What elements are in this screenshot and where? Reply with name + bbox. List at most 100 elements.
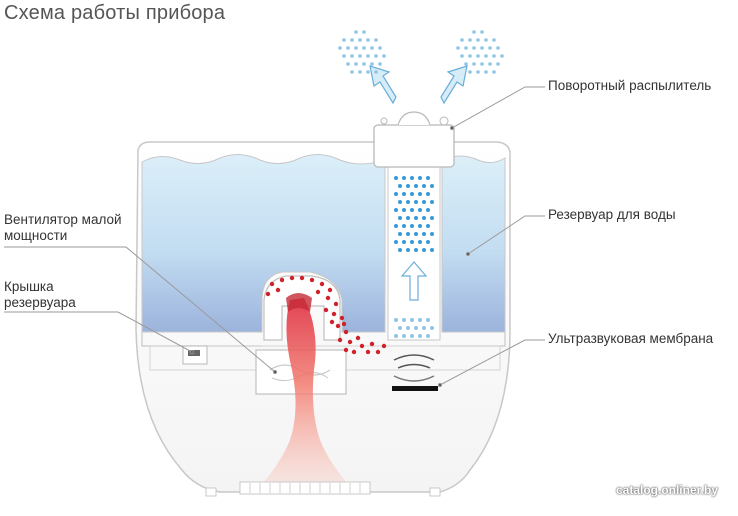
- mist-dot: [488, 46, 492, 50]
- column-dot: [422, 216, 426, 220]
- heat-dot: [315, 289, 321, 295]
- column-dot: [426, 318, 430, 322]
- mist-dot: [370, 62, 374, 66]
- column-dot: [402, 334, 406, 338]
- column-dot: [394, 208, 398, 212]
- heat-dot: [339, 315, 345, 321]
- column-dot: [402, 192, 406, 196]
- column-dot: [430, 232, 434, 236]
- column-dot: [394, 334, 398, 338]
- leader-fan: [4, 246, 276, 373]
- column-dot: [430, 248, 434, 252]
- diagram-title: Схема работы прибора: [4, 2, 226, 24]
- heat-dot: [381, 343, 387, 349]
- column-dot: [410, 208, 414, 212]
- heat-dots: [265, 275, 387, 355]
- column-dots: [394, 176, 434, 338]
- mist-arrows: [369, 65, 468, 301]
- water-reservoir-left: [141, 154, 386, 333]
- heat-dot: [355, 335, 361, 341]
- mist-dot: [464, 62, 468, 66]
- sprayer-top: [397, 111, 431, 126]
- mist-dot: [492, 54, 496, 58]
- mist-arrow-right: [440, 65, 468, 105]
- heat-dot: [369, 341, 375, 347]
- column-dot: [422, 200, 426, 204]
- column-dot: [402, 176, 406, 180]
- mist-dot: [468, 38, 472, 42]
- mist-dot: [476, 54, 480, 58]
- mist-dot: [358, 38, 362, 42]
- column-dot: [402, 240, 406, 244]
- mist-column: [387, 164, 441, 341]
- column-dot: [410, 176, 414, 180]
- column-dot: [410, 192, 414, 196]
- column-dot: [426, 208, 430, 212]
- column-dot: [394, 318, 398, 322]
- mist-dot: [500, 54, 504, 58]
- column-dot: [414, 184, 418, 188]
- heat-dot: [275, 287, 281, 293]
- column-dot: [410, 224, 414, 228]
- mist-dot: [362, 46, 366, 50]
- heat-dot: [323, 307, 329, 313]
- mist-dot: [496, 62, 500, 66]
- heat-dot: [265, 291, 271, 297]
- heat-dot: [337, 337, 343, 343]
- mist-dot: [338, 46, 342, 50]
- air-stream: [255, 298, 355, 492]
- label-reservoir: Резервуар для воды: [548, 207, 676, 222]
- watermark: catalog.onliner.by: [615, 483, 718, 497]
- column-dot: [398, 232, 402, 236]
- mist-dot: [366, 54, 370, 58]
- fan-duct: [263, 275, 341, 341]
- heat-dot: [351, 349, 357, 355]
- column-dot: [414, 232, 418, 236]
- mist-dot: [378, 46, 382, 50]
- column-dot: [422, 184, 426, 188]
- column-dot: [426, 192, 430, 196]
- mist-dot: [354, 62, 358, 66]
- mist-dot: [480, 46, 484, 50]
- column-dot: [418, 334, 422, 338]
- ultrasonic-membrane: [392, 386, 438, 391]
- mist-dot: [342, 38, 346, 42]
- mist-dot: [350, 38, 354, 42]
- mist-dot: [480, 62, 484, 66]
- heat-dot: [359, 343, 365, 349]
- column-dot: [430, 200, 434, 204]
- heat-dot: [375, 349, 381, 355]
- column-dot: [418, 192, 422, 196]
- leader-lid: [4, 311, 193, 353]
- mist-dots: [338, 30, 504, 74]
- heat-dot: [333, 301, 339, 307]
- mist-dot: [476, 70, 480, 74]
- heat-dot: [299, 275, 305, 281]
- mist-dot: [468, 54, 472, 58]
- column-dot: [406, 232, 410, 236]
- mist-dot: [468, 70, 472, 74]
- column-dot: [398, 200, 402, 204]
- leader-lines: [4, 86, 545, 388]
- column-dot: [418, 318, 422, 322]
- column-dot: [402, 224, 406, 228]
- column-dot: [398, 326, 402, 330]
- mist-dot: [476, 38, 480, 42]
- leader-membrane: [439, 339, 545, 386]
- mist-dot: [362, 30, 366, 34]
- mist-dot: [374, 38, 378, 42]
- heat-dot: [269, 281, 275, 287]
- mist-dot: [358, 54, 362, 58]
- column-dot: [410, 318, 414, 322]
- heat-dot: [325, 295, 331, 301]
- leader-reservoir: [467, 215, 545, 255]
- heat-dot: [331, 311, 337, 317]
- column-dot: [422, 248, 426, 252]
- mist-dot: [346, 62, 350, 66]
- mist-dot: [480, 30, 484, 34]
- mist-dot: [460, 38, 464, 42]
- heat-dot: [341, 321, 347, 327]
- column-arrow-up: [400, 261, 428, 301]
- column-dot: [422, 326, 426, 330]
